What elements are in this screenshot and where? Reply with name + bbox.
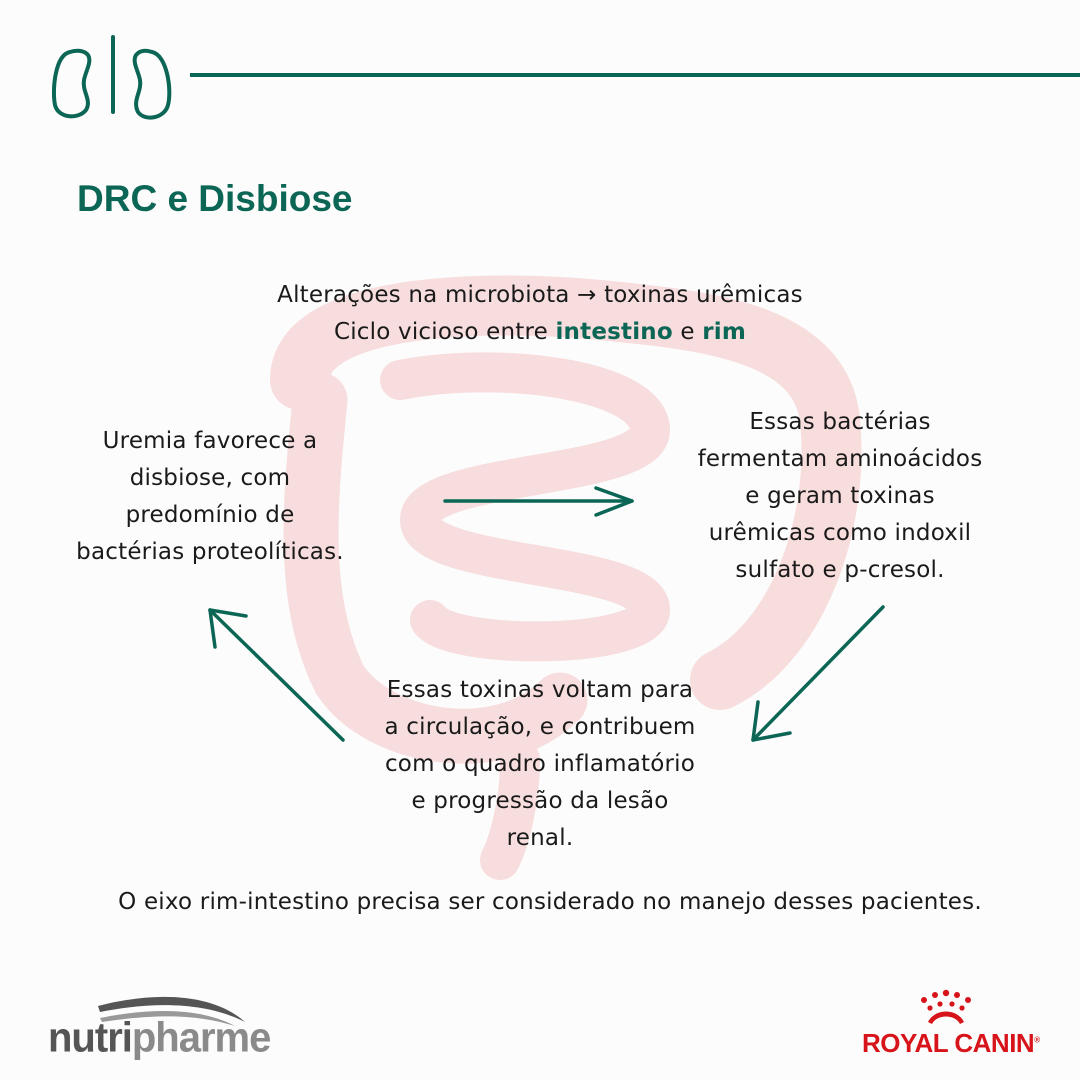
registered-mark: ® (1034, 1035, 1040, 1045)
page-title: DRC e Disbiose (77, 178, 353, 219)
text-line: com o quadro inflamatório (384, 751, 696, 777)
cycle-step-right: Essas bactérias fermentam aminoácidos e … (660, 404, 1020, 589)
intro-line-2: Ciclo vicioso entre intestino e rim (140, 314, 940, 351)
text-line: e progressão da lesão (411, 788, 669, 814)
text-line: Essas bactérias (749, 409, 931, 435)
text-line: Essas toxinas voltam para (386, 677, 694, 703)
text-line: sulfato e p-cresol. (735, 557, 945, 583)
cycle-step-left: Uremia favorece a disbiose, com predomín… (40, 423, 380, 571)
cycle-step-bottom: Essas toxinas voltam para a circulação, … (340, 672, 740, 857)
highlight-rim: rim (702, 319, 747, 345)
text-line: Uremia favorece a (102, 428, 318, 454)
text-line: a circulação, e contribuem (384, 714, 696, 740)
highlight-intestino: intestino (555, 319, 673, 345)
text-line: renal. (506, 825, 574, 851)
intro-text-prefix: Ciclo vicioso entre (333, 319, 556, 345)
logo-text-royal-canin: ROYAL CANIN (862, 1028, 1035, 1058)
logo-text-pharme: pharme (131, 1014, 271, 1062)
text-line: e geram toxinas (745, 483, 935, 509)
arrow-down-left-icon (751, 605, 885, 742)
header-divider (190, 73, 1080, 77)
royal-canin-crown-icon (921, 989, 971, 1024)
text-line: fermentam aminoácidos (697, 446, 983, 472)
text-line: disbiose, com (129, 465, 291, 491)
intro-line-1: Alterações na microbiota → toxinas urêmi… (277, 282, 803, 308)
arrow-right-icon (443, 486, 634, 517)
intro-text-mid: e (672, 319, 703, 345)
conclusion-text: O eixo rim-intestino precisa ser conside… (118, 889, 982, 915)
text-line: urêmicas como indoxil (708, 520, 972, 546)
nutripharme-logo: nutripharme (48, 1014, 271, 1062)
text-line: predomínio de (125, 502, 295, 528)
intro-text: Alterações na microbiota → toxinas urêmi… (140, 277, 940, 351)
logo-text-nutri: nutri (48, 1014, 133, 1062)
royal-canin-logo: ROYAL CANIN® (862, 1028, 1040, 1059)
text-line: bactérias proteolíticas. (76, 539, 344, 565)
arrow-up-left-icon (208, 608, 345, 742)
